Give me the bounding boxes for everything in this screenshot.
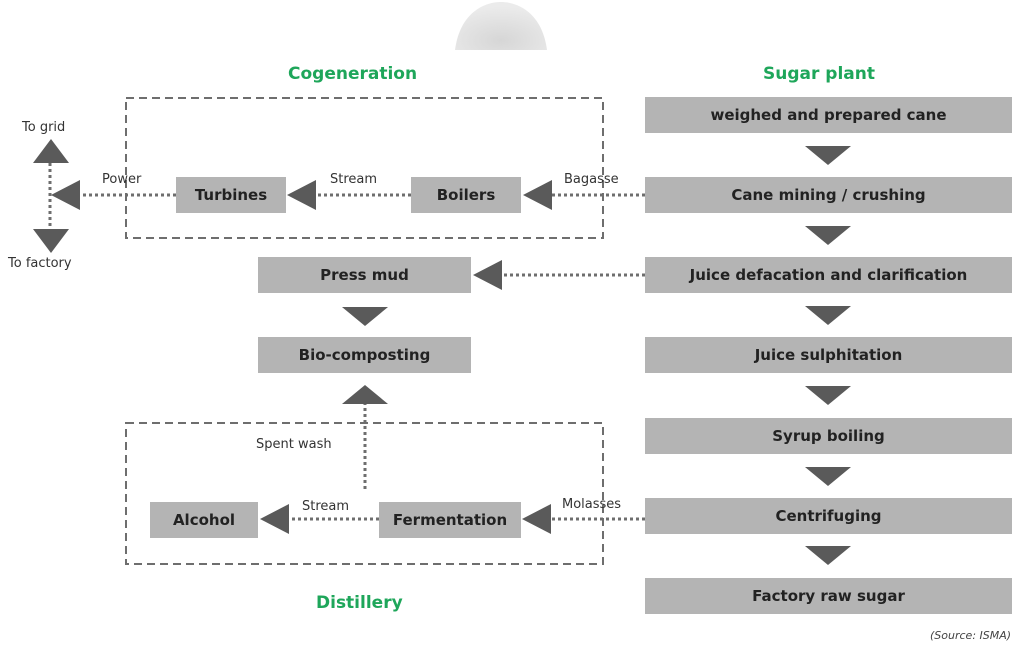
turbines-box: Turbines (176, 177, 286, 213)
arrow-left-icon (260, 504, 289, 534)
to-grid-label: To grid (22, 120, 66, 135)
sugar-plant-step: Centrifuging (645, 498, 1012, 534)
sugar-plant-step: Factory raw sugar (645, 578, 1012, 614)
sugar-plant-step: Cane mining / crushing (645, 177, 1012, 213)
bagasse-label: Bagasse (564, 172, 619, 187)
arrow-down-icon (805, 546, 851, 565)
sugar-plant-step: Syrup boiling (645, 418, 1012, 454)
fermentation-box: Fermentation (379, 502, 521, 538)
sugar-plant-step: weighed and prepared cane (645, 97, 1012, 133)
sugar-plant-step: Juice defacation and clarification (645, 257, 1012, 293)
bio-composting-box: Bio-composting (258, 337, 471, 373)
source-note: (Source: ISMA) (930, 629, 1012, 642)
alcohol-box: Alcohol (150, 502, 258, 538)
press-mud-box: Press mud (258, 257, 471, 293)
to-factory-label: To factory (8, 256, 72, 271)
arrow-left-icon (473, 260, 502, 290)
distillery-heading: Distillery (316, 593, 403, 613)
arrow-down-icon (805, 467, 851, 486)
cogeneration-heading: Cogeneration (288, 64, 418, 84)
arrow-up-icon (33, 139, 69, 163)
arrow-down-icon (33, 229, 69, 253)
spent-wash-label: Spent wash (256, 437, 332, 452)
arrow-down-icon (805, 306, 851, 325)
arrow-down-icon (805, 146, 851, 165)
arrow-left-icon (287, 180, 316, 210)
arrow-left-icon (522, 504, 551, 534)
power-label: Power (102, 172, 142, 187)
arrow-down-icon (805, 386, 851, 405)
arrow-down-icon (805, 226, 851, 245)
boilers-box: Boilers (411, 177, 521, 213)
cogeneration-group-border (125, 97, 604, 239)
logo-icon (455, 0, 547, 50)
arrow-left-icon (51, 180, 80, 210)
arrow-down-icon (342, 307, 388, 326)
sugar-plant-step: Juice sulphitation (645, 337, 1012, 373)
arrow-left-icon (523, 180, 552, 210)
stream-label-cogeneration: Stream (330, 172, 378, 187)
stream-label-distillery: Stream (302, 499, 350, 514)
arrow-up-icon (342, 385, 388, 404)
sugar-plant-heading: Sugar plant (763, 64, 875, 84)
molasses-label: Molasses (562, 497, 622, 512)
